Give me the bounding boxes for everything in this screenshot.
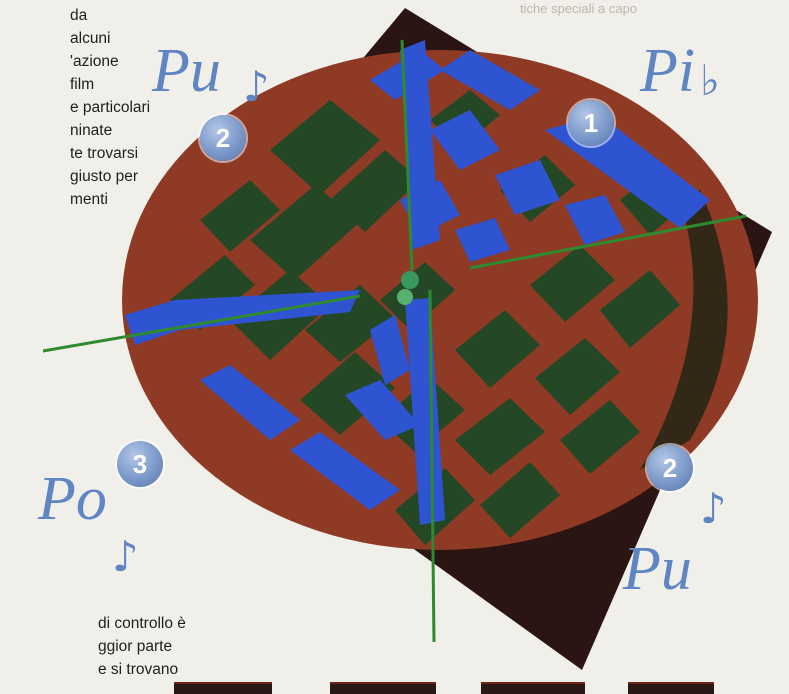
- text-line: di controllo è: [98, 612, 186, 635]
- number-badge-2-left: 2: [200, 115, 246, 161]
- music-note-icon: ♪: [112, 536, 139, 578]
- text-line: e si trovano: [98, 658, 186, 681]
- center-pin: [397, 289, 413, 305]
- text-line: ggior parte: [98, 635, 186, 658]
- syllable-pu-top: Pu: [152, 40, 221, 102]
- bottom-left-text: di controllo è ggior parte e si trovano: [98, 612, 186, 681]
- number-badge-1: 1: [568, 100, 614, 146]
- syllable-po: Po: [38, 468, 107, 530]
- thumbnail-image: [330, 682, 436, 694]
- flat-note-icon: ♭: [700, 60, 720, 102]
- music-note-icon: ♪: [243, 66, 270, 108]
- thumbnail-image: [174, 682, 272, 694]
- center-pin: [401, 271, 419, 289]
- number-badge-3: 3: [117, 441, 163, 487]
- number-badge-2-right: 2: [647, 445, 693, 491]
- thumbnail-image: [481, 682, 585, 694]
- syllable-pu-right: Pu: [623, 538, 692, 600]
- thumbnail-image: [628, 682, 714, 694]
- music-note-icon: ♪: [700, 488, 727, 530]
- syllable-pi: Pi: [640, 40, 695, 102]
